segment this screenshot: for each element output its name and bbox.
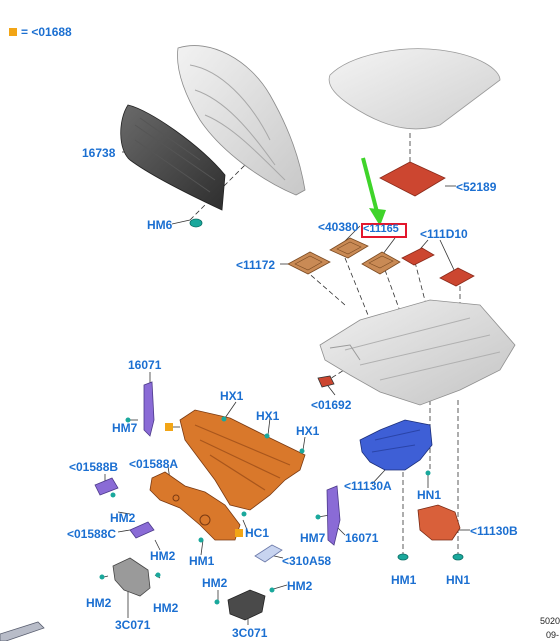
part-label-40380[interactable]: <40380 [318,220,359,234]
part-label-01692[interactable]: <01692 [311,398,352,412]
bracket-01588c [129,521,155,539]
part-label-01588b[interactable]: <01588B [69,460,119,474]
part-label-hm7-b[interactable]: HM7 [300,531,326,545]
part-label-hn1-a[interactable]: HN1 [417,488,442,502]
part-label-01588a[interactable]: <01588A [129,457,179,471]
hood-insulator [120,104,226,211]
part-label-16071-upper[interactable]: 16071 [128,358,162,372]
part-label-11130b[interactable]: <11130B [470,524,518,538]
hm6-clip [189,218,203,228]
part-11130a [359,419,433,476]
part-label-hm2-e[interactable]: HM2 [202,576,228,590]
part-label-hm2-c[interactable]: HM2 [86,596,112,610]
floor-pads [287,237,475,287]
bracket-16071-upper [125,381,155,437]
roof-pad-52189 [379,161,446,197]
corner-ref-line1: 5020 [540,616,560,626]
part-label-16071-lower[interactable]: 16071 [345,531,379,545]
bracket-3c071-right [214,587,275,621]
dash-reinforcement [149,471,247,543]
bracket-01588b [94,477,119,498]
part-label-01588c[interactable]: <01588C [67,527,117,541]
part-11130b [417,504,461,541]
part-label-11165[interactable]: <11165 [363,223,399,235]
part-label-hx1-a[interactable]: HX1 [220,389,244,403]
part-label-hm2-d[interactable]: HM2 [153,601,179,615]
part-label-hc1[interactable]: HC1 [245,526,270,540]
part-label-11130a[interactable]: <11130A [344,479,392,493]
part-label-16738[interactable]: 16738 [82,146,116,160]
part-label-3c071-a[interactable]: 3C071 [115,618,151,632]
part-label-hn1-b[interactable]: HN1 [446,573,471,587]
part-label-3c071-b[interactable]: 3C071 [232,626,268,640]
part-label-hm1-a[interactable]: HM1 [189,554,215,568]
bracket-01692 [317,375,335,388]
part-label-11172[interactable]: <11172 [236,258,276,272]
highlight-box [361,223,407,238]
bracket-3c071-left [99,557,161,597]
roof-panel [328,48,501,130]
part-label-hm2-f[interactable]: HM2 [287,579,313,593]
partial-part-bottom-left [0,621,45,641]
floor-pan [319,299,516,406]
part-label-310a58[interactable]: <310A58 [282,554,332,568]
dash-panel [179,409,306,511]
hood-panel [177,45,306,196]
part-label-hm2-a[interactable]: HM2 [110,511,136,525]
part-label-hm1-b[interactable]: HM1 [391,573,417,587]
part-310a58 [254,544,283,563]
legend-marker-hc1 [235,529,243,537]
part-label-hm7-a[interactable]: HM7 [112,421,138,435]
green-arrow-icon [361,157,386,226]
legend-swatch [9,28,17,36]
part-label-111d10[interactable]: <111D10 [420,227,468,241]
corner-ref-line2: 09- [546,630,560,640]
fasteners [397,553,464,561]
legend-text: = <01688 [21,25,72,39]
part-label-52189[interactable]: <52189 [456,180,497,194]
legend-marker-dash [165,423,173,431]
part-label-hm2-b[interactable]: HM2 [150,549,176,563]
part-label-hx1-c[interactable]: HX1 [296,424,320,438]
part-label-hm6[interactable]: HM6 [147,218,173,232]
part-label-hx1-b[interactable]: HX1 [256,409,280,423]
bracket-16071-lower [315,485,341,546]
